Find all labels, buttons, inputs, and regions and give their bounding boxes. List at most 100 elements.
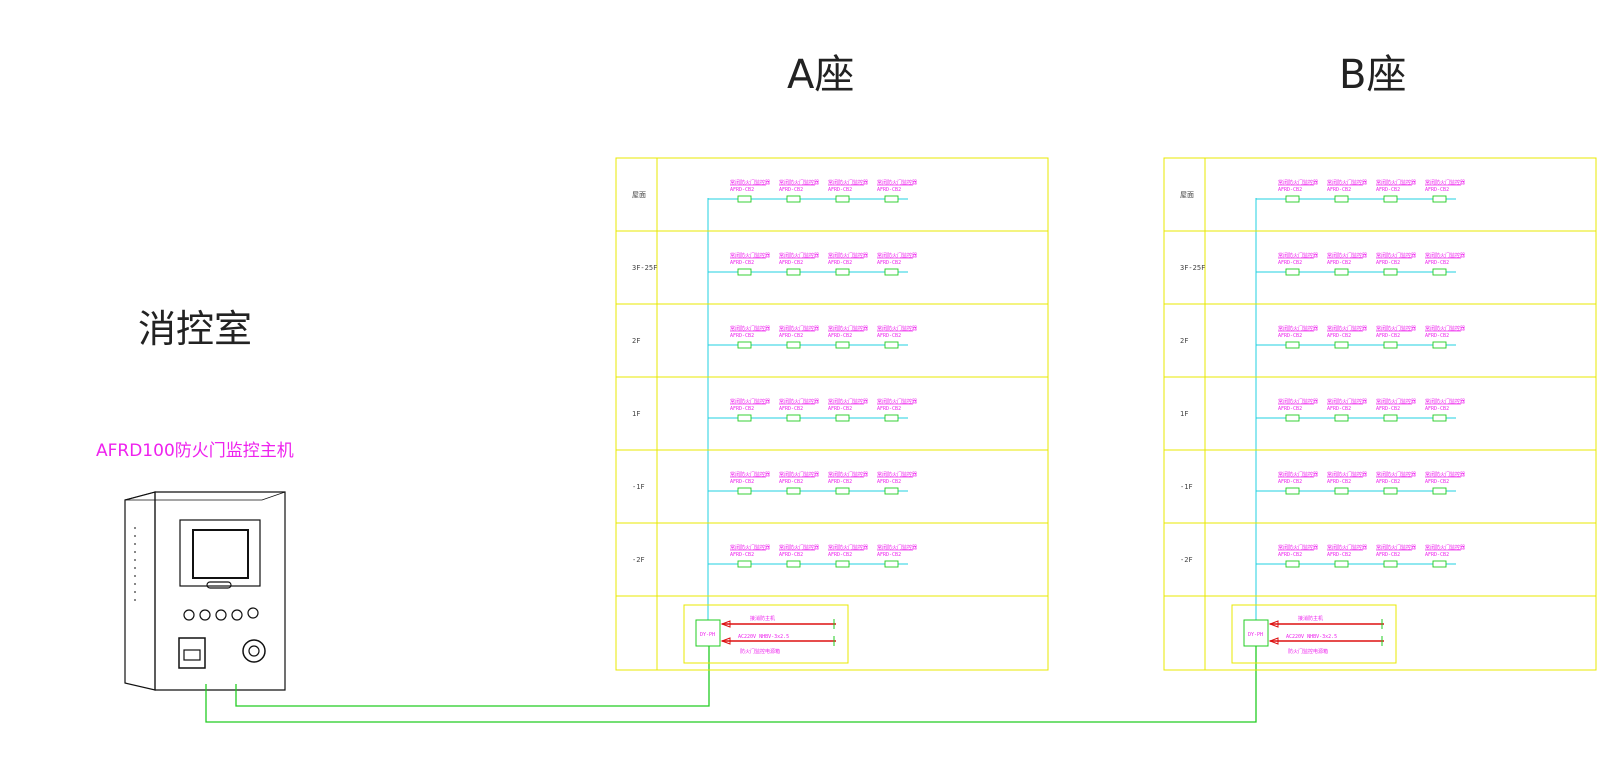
door-monitor-box (1383, 414, 1398, 422)
door-monitor-name: 常闭防火门监控器 (1376, 544, 1416, 551)
door-monitor-box (1383, 268, 1398, 276)
door-monitor-model: AFRD-CB2 (1376, 479, 1400, 485)
door-monitor-model: AFRD-CB2 (828, 260, 852, 266)
door-monitor-box (1285, 487, 1300, 495)
door-monitor-box (786, 195, 801, 203)
door-monitor-name: 常闭防火门监控器 (828, 252, 868, 259)
door-monitor-name: 常闭防火门监控器 (1278, 179, 1318, 186)
door-monitor-model: AFRD-CB2 (877, 260, 901, 266)
door-monitor-name: 常闭防火门监控器 (730, 398, 770, 405)
door-monitor-box (1383, 560, 1398, 568)
door-monitor-name: 常闭防火门监控器 (730, 325, 770, 332)
building-title: B座 (1339, 52, 1406, 98)
door-monitor-box (1383, 195, 1398, 203)
door-monitor-name: 常闭防火门监控器 (1278, 544, 1318, 551)
door-monitor-box (737, 414, 752, 422)
floor-label: 1F (1180, 410, 1188, 418)
floor-label: 屋面 (1180, 191, 1194, 199)
arrow-head-icon (1268, 620, 1279, 628)
arrow-head-icon (720, 637, 731, 645)
vent-slots-icon (134, 527, 136, 601)
power-supply-box-label: DY-PH (700, 632, 715, 638)
door-monitor-box (1334, 560, 1349, 568)
panel-frame (615, 157, 1049, 671)
door-monitor-name: 常闭防火门监控器 (877, 179, 917, 186)
door-monitor-name: 常闭防火门监控器 (730, 471, 770, 478)
door-monitor-box (884, 341, 899, 349)
door-monitor-name: 常闭防火门监控器 (1425, 179, 1465, 186)
door-monitor-box (884, 414, 899, 422)
door-monitor-box (737, 341, 752, 349)
door-monitor-box (737, 268, 752, 276)
door-monitor-name: 常闭防火门监控器 (1425, 398, 1465, 405)
power-supply-frame (1231, 604, 1397, 664)
floor-label: 1F (632, 410, 640, 418)
floor-label: 屋面 (632, 191, 646, 199)
door-monitor-box (835, 268, 850, 276)
floor-label: -1F (1180, 483, 1193, 491)
door-monitor-model: AFRD-CB2 (779, 479, 803, 485)
door-monitor-name: 常闭防火门监控器 (828, 398, 868, 405)
host-cabinet-icon (124, 491, 286, 691)
door-monitor-model: AFRD-CB2 (877, 333, 901, 339)
panel-frame (1163, 157, 1597, 671)
door-monitor-box (786, 341, 801, 349)
door-monitor-name: 常闭防火门监控器 (730, 544, 770, 551)
door-monitor-box (737, 487, 752, 495)
door-monitor-model: AFRD-CB2 (1376, 406, 1400, 412)
supply-top-label: 接消防主机 (1298, 615, 1323, 622)
door-monitor-name: 常闭防火门监控器 (779, 179, 819, 186)
supply-mid-label: AC220V NHBV-3x2.5 (1286, 634, 1337, 640)
door-monitor-model: AFRD-CB2 (828, 333, 852, 339)
door-monitor-name: 常闭防火门监控器 (1327, 252, 1367, 259)
door-monitor-name: 常闭防火门监控器 (828, 471, 868, 478)
door-monitor-model: AFRD-CB2 (779, 260, 803, 266)
door-monitor-box (1334, 268, 1349, 276)
door-monitor-name: 常闭防火门监控器 (730, 252, 770, 259)
door-monitor-name: 常闭防火门监控器 (1327, 179, 1367, 186)
door-monitor-name: 常闭防火门监控器 (1376, 252, 1416, 259)
door-monitor-model: AFRD-CB2 (877, 406, 901, 412)
door-monitor-box (737, 195, 752, 203)
door-monitor-model: AFRD-CB2 (1278, 333, 1302, 339)
door-monitor-box (1334, 341, 1349, 349)
buildings-layer: A座屋面常闭防火门监控器AFRD-CB2常闭防火门监控器AFRD-CB2常闭防火… (615, 52, 1597, 671)
door-monitor-box (786, 414, 801, 422)
supply-bottom-label: 防火门监控电源箱 (1288, 648, 1328, 655)
door-monitor-model: AFRD-CB2 (1327, 187, 1351, 193)
door-monitor-model: AFRD-CB2 (1327, 479, 1351, 485)
door-monitor-box (1334, 414, 1349, 422)
door-monitor-name: 常闭防火门监控器 (877, 544, 917, 551)
floor-label: -1F (632, 483, 645, 491)
door-monitor-model: AFRD-CB2 (1327, 260, 1351, 266)
door-monitor-name: 常闭防火门监控器 (1425, 544, 1465, 551)
host-bus-wires (205, 646, 1257, 723)
host-device-label: AFRD100防火门监控主机 (96, 441, 294, 461)
floor-label: 2F (1180, 337, 1188, 345)
room-label: 消控室 (138, 307, 252, 351)
door-monitor-model: AFRD-CB2 (1376, 187, 1400, 193)
door-monitor-name: 常闭防火门监控器 (1425, 252, 1465, 259)
